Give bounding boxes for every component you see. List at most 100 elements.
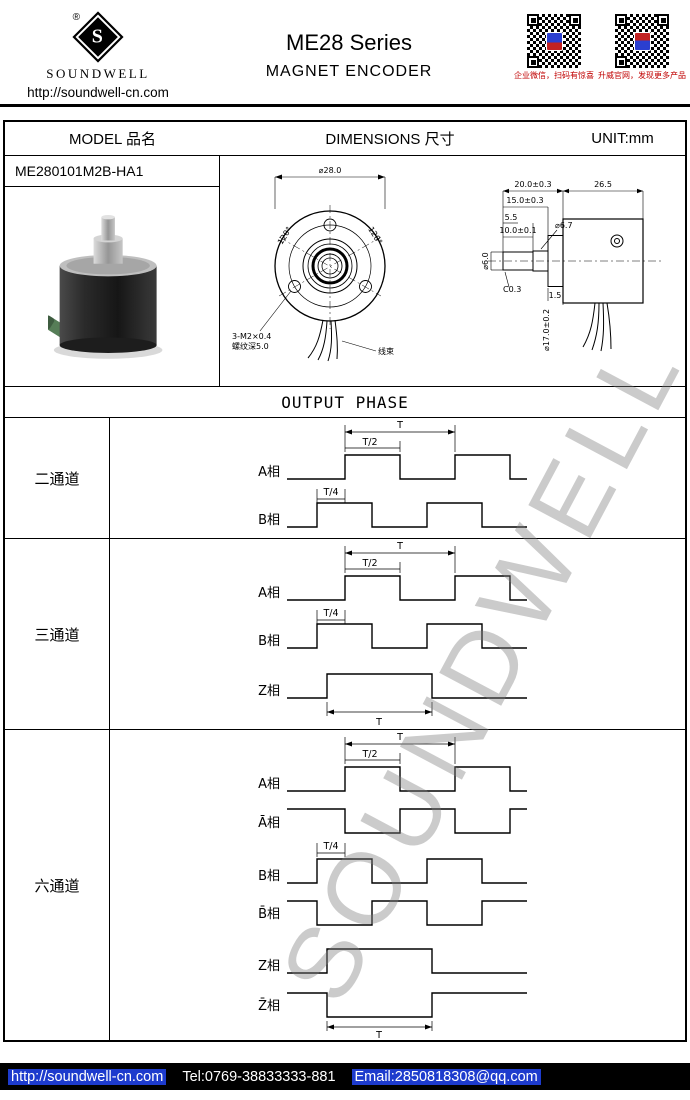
footer-email-link[interactable]: Email:2850818308@qq.com [351,1068,541,1085]
marker-T: T [396,732,403,743]
marker-T4: T/4 [322,841,338,852]
two-channel-row: 二通道 T T/2 A相 T/4 B相 [5,418,685,539]
footer-url-link[interactable]: http://soundwell-cn.com [8,1068,167,1085]
dim-10: 10.0±0.1 [499,226,536,235]
phase-b-bar-waveform [287,900,527,926]
model-number: ME280101M2B-HA1 [5,156,219,187]
wechat-qr-code [527,14,581,68]
three-channel-label: 三通道 [5,539,110,729]
series-title: ME28 Series [286,30,412,55]
waveform-two-channel: T T/2 A相 T/4 B相 [258,420,527,528]
qr-emblem-icon [545,31,563,51]
marker-T4: T/4 [322,487,338,498]
phase-a-waveform [287,454,527,480]
marker-T: T [375,717,382,728]
front-view-drawing: ⌀28.0 120° [232,166,394,362]
phase-a-label: A相 [258,777,280,792]
dim-screw-spec: 3-M2×0.4 [232,332,271,341]
qr-finder-icon [527,56,539,68]
two-channel-waveforms: T T/2 A相 T/4 B相 [110,418,685,538]
model-cell: ME280101M2B-HA1 [5,156,220,386]
screw-holes [288,218,373,293]
phase-z-bar-label: Z̄相 [258,999,280,1014]
phase-a-waveform [287,766,527,792]
two-channel-label: 二通道 [5,418,110,538]
dimensions-column-header: DIMENSIONS 尺寸 [325,131,455,148]
dim-boss-diameter: ⌀17.0±0.2 [542,309,551,351]
dim-6-7: ⌀6.7 [555,221,573,230]
registered-mark: ® [72,12,80,23]
six-channel-waveforms: T T/2 A相 Ā相 T/4 B相 B̄相 [110,730,685,1040]
website-qr-caption: 升威官网，发现更多产品 [598,71,686,80]
three-channel-waveforms: T T/2 A相 T/4 B相 Z相 [110,539,685,729]
phase-b-waveform [287,502,527,528]
unit-column-header: UNIT:mm [591,130,654,147]
wechat-qr-item: 企业微信，扫码有惊喜 [514,14,594,104]
qr-emblem-icon [633,31,651,51]
header: S ® SOUNDWELL http://soundwell-cn.com ME… [0,0,690,104]
header-url-link[interactable]: http://soundwell-cn.com [27,85,169,100]
dim-15: 15.0±0.3 [506,196,543,205]
marker-T2: T/2 [361,749,377,760]
dim-chamfer: C0.3 [503,285,521,294]
website-qr-code [615,14,669,68]
qr-finder-icon [527,14,539,26]
marker-T2: T/2 [361,437,377,448]
model-row: ME280101M2B-HA1 [5,156,685,387]
company-name: SOUNDWELL [46,66,150,81]
encoder-body [59,265,157,345]
dim-outer-diameter: ⌀28.0 [319,166,342,175]
logo-row: S ® [72,8,124,63]
output-phase-title: OUTPUT PHASE [5,387,685,418]
collar [93,238,123,264]
table-header-row: MODEL 品名 DIMENSIONS 尺寸 UNIT:mm [5,122,685,156]
phase-z-label: Z相 [258,684,280,699]
three-channel-row: 三通道 T T/2 A相 T/4 B相 Z相 [5,539,685,730]
six-channel-row: 六通道 T T/2 A相 Ā相 T/4 B相 [5,730,685,1040]
phase-z-waveform [287,673,527,699]
phase-b-waveform [287,858,527,884]
dim-26-5: 26.5 [594,180,612,189]
soundwell-logo-icon: S [72,11,124,63]
series-subtitle: MAGNET ENCODER [265,63,433,80]
wechat-qr-caption: 企业微信，扫码有惊喜 [514,71,594,80]
footer: http://soundwell-cn.com Tel:0769-3883333… [0,1063,690,1090]
side-view-drawing: 20.0±0.3 26.5 15.0±0.3 5.5 10.0±0.1 ⌀6.7 [481,180,661,352]
waveform-six-channel: T T/2 A相 Ā相 T/4 B相 B̄相 [258,732,527,1039]
dim-shaft-diameter: ⌀6.0 [481,252,490,270]
marker-T: T [396,541,403,552]
logo-letter: S [92,25,104,48]
logo-block: S ® SOUNDWELL http://soundwell-cn.com [8,8,188,104]
footer-tel: Tel:0769-38833333-881 [182,1068,336,1085]
marker-T2: T/2 [361,558,377,569]
phase-b-label: B相 [258,634,280,649]
phase-z-bar-waveform [287,992,527,1018]
shaft [101,216,115,240]
photo-wrap [5,187,219,386]
waveform-three-channel: T T/2 A相 T/4 B相 Z相 [258,541,527,728]
dim-angle-left: 120° [276,225,294,246]
dim-thread-depth: 螺纹深5.0 [232,341,269,351]
phase-z-label: Z相 [258,959,280,974]
wire-label: 线束 [378,346,394,356]
marker-T4: T/4 [322,608,338,619]
phase-b-waveform [287,623,527,649]
marker-T: T [375,1030,382,1039]
phase-a-bar-label: Ā相 [258,816,280,831]
dim-20: 20.0±0.3 [514,180,551,189]
phase-b-bar-label: B̄相 [258,907,280,922]
drawing-cell: ⌀28.0 120° [220,156,685,386]
qr-finder-icon [615,56,627,68]
qr-finder-icon [615,14,627,26]
spec-table: MODEL 品名 DIMENSIONS 尺寸 UNIT:mm ME280101M… [3,120,687,1042]
phase-b-label: B相 [258,513,280,528]
phase-b-label: B相 [258,869,280,884]
phase-a-label: A相 [258,465,280,480]
phase-a-waveform [287,575,527,601]
dim-angle-right: 120° [367,225,385,246]
qr-finder-icon [569,14,581,26]
qr-block: 企业微信，扫码有惊喜 升威官网，发现更多产品 [510,8,686,104]
dim-1-5: 1.5 [548,291,561,300]
model-column-header: MODEL 品名 [69,131,156,148]
